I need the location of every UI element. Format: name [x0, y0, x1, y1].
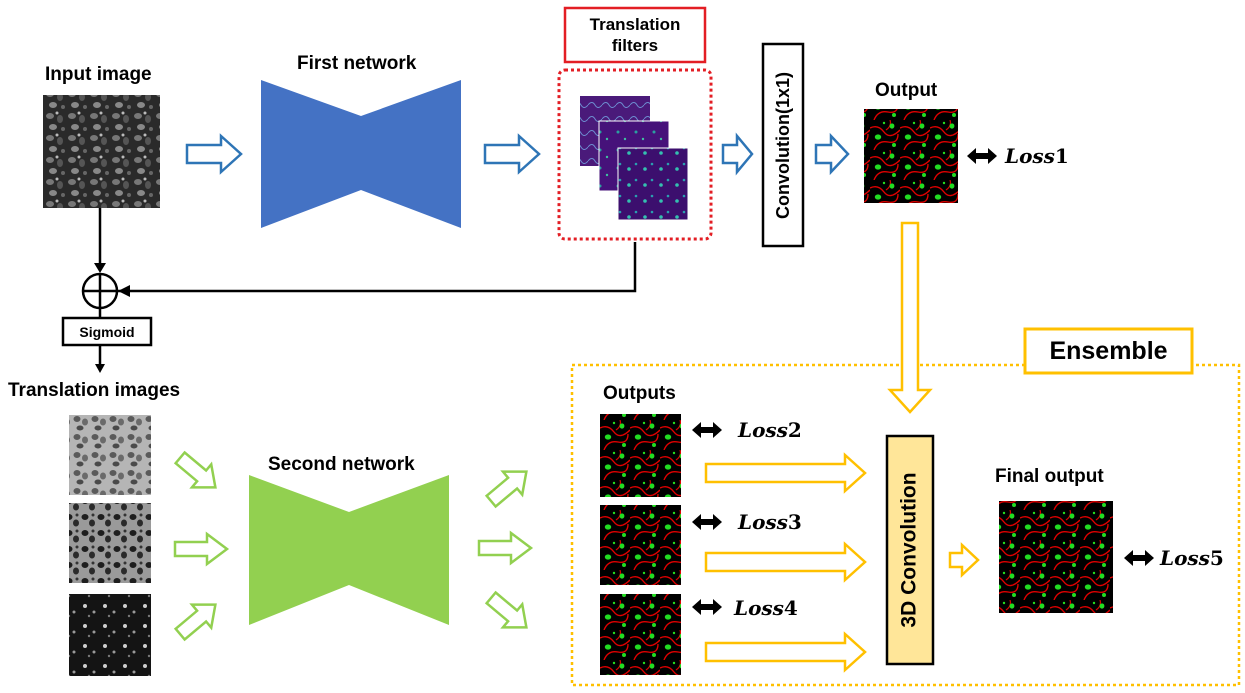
- green-arrow-out-1: [484, 470, 528, 509]
- ensemble-box: [570, 363, 1241, 687]
- outputs-image-2: [600, 505, 681, 585]
- input-image-label: Input image: [45, 64, 152, 85]
- output-image: [864, 109, 958, 203]
- sigmoid-down-arrowhead: [95, 364, 105, 373]
- output-label: Output: [875, 80, 938, 101]
- green-arrow-in-2: [173, 531, 230, 567]
- yellow-arrow-2: [704, 541, 867, 583]
- final-output-label: Final output: [995, 466, 1104, 487]
- sigmoid-label: Sigmoid: [79, 323, 135, 340]
- translation-filters-label-box: [563, 6, 707, 64]
- conv3d-box: [885, 434, 935, 666]
- translation-image-1: [69, 415, 151, 495]
- loss3-label: Loss3: [738, 510, 802, 534]
- yellow-arrow-3: [704, 631, 867, 673]
- green-arrow-in-3: [173, 603, 217, 642]
- outputs-image-1: [600, 414, 681, 497]
- second-network-bowtie: [249, 475, 449, 625]
- input-down-arrowhead: [94, 263, 106, 273]
- loss4-double-arrow: [692, 599, 722, 615]
- input-image: [43, 95, 160, 208]
- convolution-box: [761, 42, 805, 248]
- yellow-arrow-1: [704, 452, 867, 494]
- loss5-label: Loss5: [1160, 546, 1224, 570]
- loss1-double-arrow: [967, 148, 997, 164]
- ensemble-label: Ensemble: [1049, 336, 1168, 365]
- blue-arrow-4: [814, 132, 850, 176]
- outputs-label: Outputs: [603, 383, 676, 404]
- green-arrow-out-3: [484, 590, 528, 629]
- translation-filters-box: [557, 68, 713, 241]
- blue-arrow-1: [185, 133, 243, 175]
- loss3-double-arrow: [692, 514, 722, 530]
- addition-operator-icon: [81, 272, 119, 310]
- conv3d-label: 3D Convolution: [898, 472, 921, 628]
- loss5-double-arrow: [1124, 550, 1154, 566]
- feedback-line: [118, 242, 637, 293]
- yellow-down-arrow: [887, 221, 933, 414]
- outputs-image-3: [600, 594, 681, 675]
- blue-arrow-3: [721, 132, 754, 176]
- green-arrow-in-1: [173, 450, 217, 489]
- loss1-label: Loss1: [1005, 144, 1069, 168]
- translation-filters-label: Translation filters: [589, 15, 681, 55]
- loss2-double-arrow: [692, 422, 722, 438]
- loss2-label: Loss2: [738, 418, 802, 442]
- translation-images-label: Translation images: [8, 380, 181, 401]
- loss4-label: Loss4: [734, 596, 798, 620]
- first-network-bowtie: [261, 80, 461, 228]
- blue-arrow-2: [483, 133, 541, 175]
- yellow-arrow-final: [948, 542, 980, 578]
- filter-map-3: [617, 147, 689, 221]
- translation-image-3: [69, 594, 151, 676]
- green-arrow-out-2: [477, 530, 534, 566]
- feedback-arrowhead: [118, 285, 130, 297]
- convolution-label: Convolution(1x1): [772, 71, 793, 219]
- final-output-image: [999, 501, 1113, 613]
- sigmoid-box: [61, 316, 153, 347]
- ensemble-label-box: [1023, 327, 1194, 375]
- translation-image-2: [69, 503, 151, 583]
- first-network-label: First network: [297, 53, 417, 74]
- second-network-label: Second network: [268, 454, 415, 475]
